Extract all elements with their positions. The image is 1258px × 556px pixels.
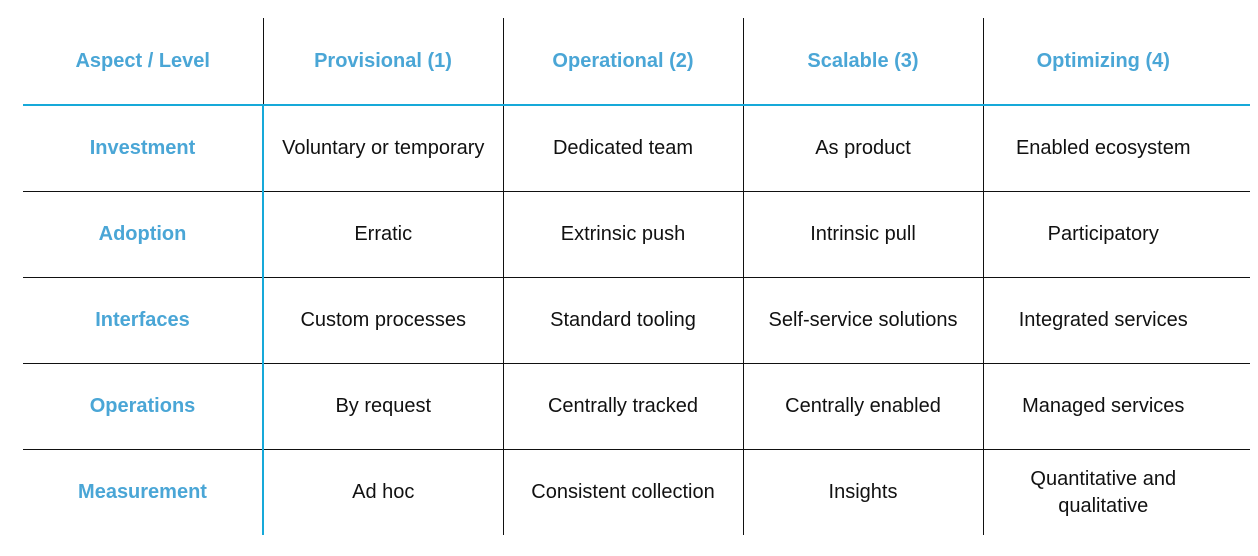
table-cell: Insights [742, 449, 983, 535]
table-cell: By request [262, 363, 503, 450]
table-cell: Intrinsic pull [742, 191, 983, 278]
table-cell: Quantitative and qualitative [982, 449, 1250, 535]
aspect-label: Investment [23, 105, 263, 192]
header-aspect-level: Aspect / Level [23, 18, 263, 106]
table-cell: Custom processes [262, 277, 503, 364]
table-cell: Managed services [982, 363, 1250, 450]
table-cell: Centrally enabled [742, 363, 983, 450]
aspect-label: Operations [23, 363, 263, 450]
aspect-label: Measurement [78, 481, 207, 503]
header-optimizing: Optimizing (4) [982, 18, 1250, 106]
table-cell: Dedicated team [502, 105, 743, 192]
header-operational: Operational (2) [502, 18, 743, 106]
table-cell: Standard tooling [502, 277, 743, 364]
header-scalable: Scalable (3) [742, 18, 983, 106]
table-cell: Extrinsic push [502, 191, 743, 278]
maturity-model-table: Aspect / Level Provisional (1) Operation… [23, 18, 1250, 535]
table-cell: Integrated services [982, 277, 1250, 364]
table-cell: Self-service solutions [742, 277, 983, 364]
aspect-label: Adoption [23, 191, 263, 278]
table-cell: Voluntary or temporary [262, 105, 503, 192]
header-row: Aspect / Level Provisional (1) Operation… [23, 18, 1250, 106]
aspect-label: Interfaces [23, 277, 263, 364]
table-cell: Participatory [982, 191, 1250, 278]
table-cell: Centrally tracked [502, 363, 743, 450]
table-cell: As product [742, 105, 983, 192]
table-cell: Consistent collection [502, 449, 743, 535]
header-provisional: Provisional (1) [262, 18, 503, 106]
table-cell: Enabled ecosystem [982, 105, 1250, 192]
table-cell: Erratic [262, 191, 503, 278]
table-cell: Ad hoc [262, 449, 503, 535]
